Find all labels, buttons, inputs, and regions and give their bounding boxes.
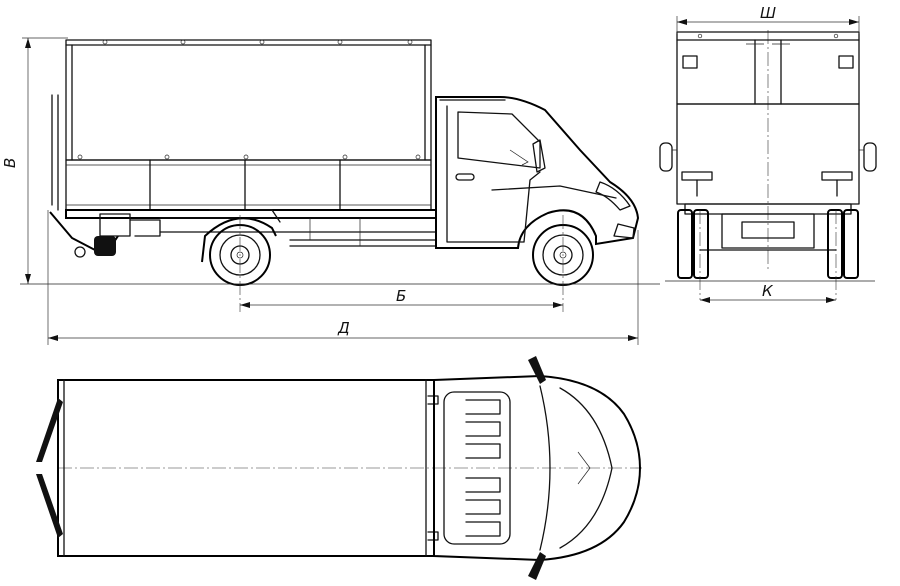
cab-top (433, 356, 642, 580)
overall-length-dimension: Д (47, 210, 639, 345)
cab-side (435, 96, 640, 249)
height-dimension: В (1, 37, 68, 284)
cargo-body-side (49, 39, 437, 263)
overall-length-label: Д (337, 319, 350, 337)
width-dimension: Ш (676, 4, 860, 34)
wheelbase-label: Б (396, 287, 406, 305)
wheelbase-dimension: Б (240, 287, 563, 308)
track-label: К (762, 282, 774, 300)
track-dimension: К (700, 282, 836, 303)
width-label: Ш (760, 4, 776, 22)
rear-view: Ш К (659, 4, 877, 303)
top-view (36, 356, 642, 580)
side-view: В Б Д (1, 37, 660, 345)
rear-wheels-rear-view (677, 209, 859, 279)
height-label: В (1, 158, 19, 168)
